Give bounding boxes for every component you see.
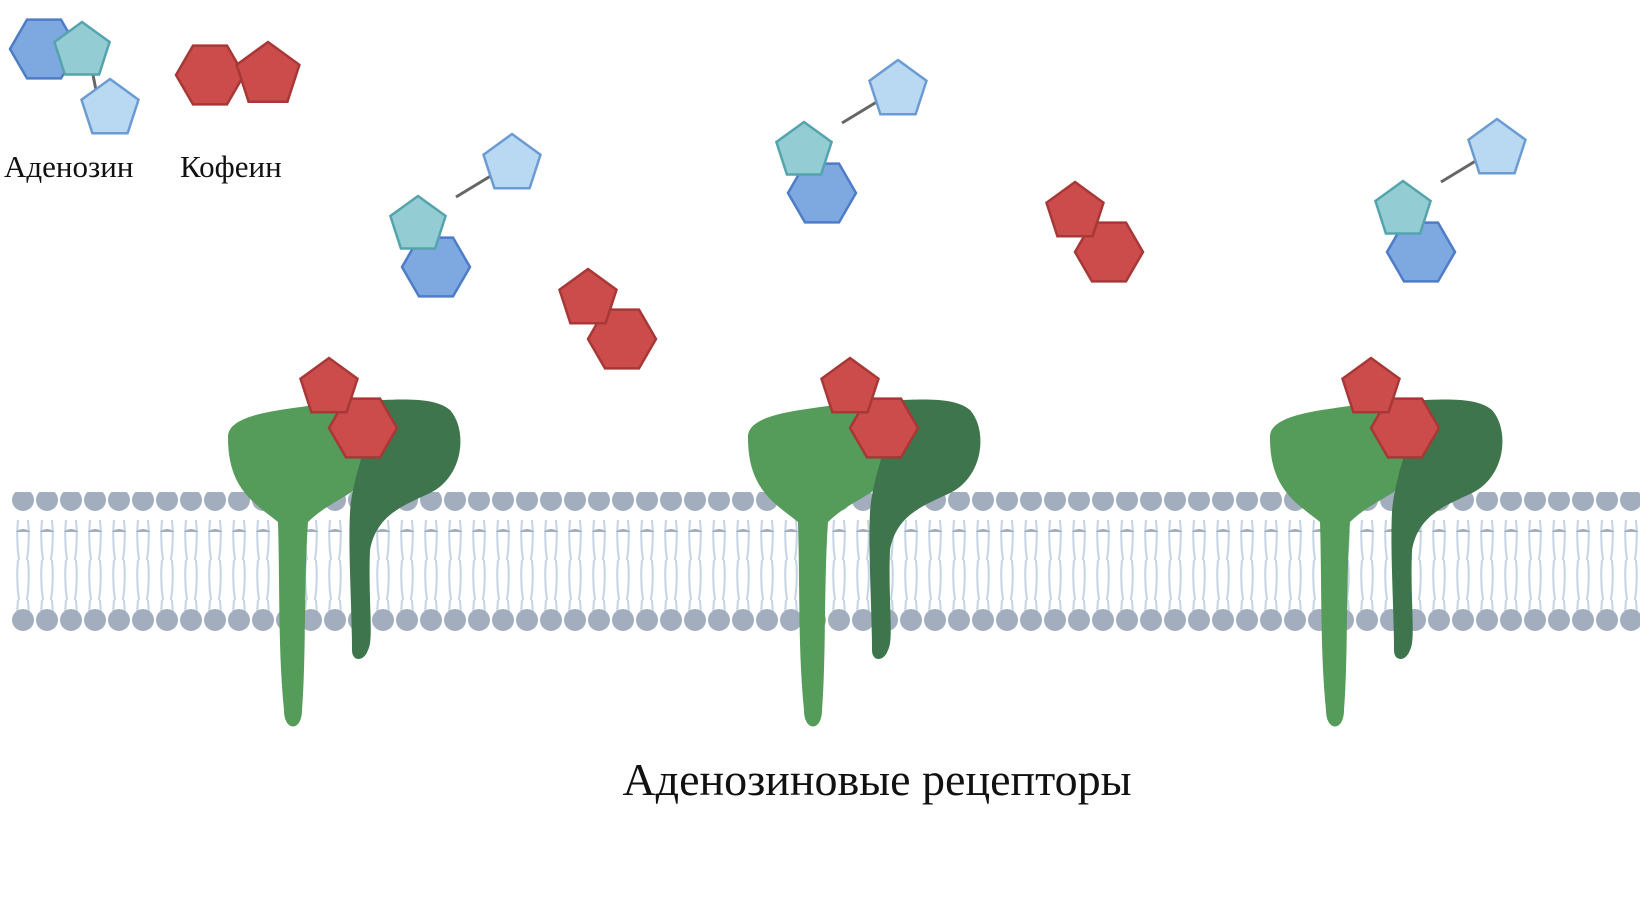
legend-caffeine-molecule — [174, 40, 301, 106]
free-adenosine-3 — [1373, 117, 1527, 283]
legend: Аденозин Кофеин — [4, 18, 301, 184]
legend-adenosine-label: Аденозин — [4, 149, 133, 184]
diagram-caption: Аденозиновые рецепторы — [622, 754, 1131, 805]
free-adenosine-2 — [774, 58, 928, 224]
legend-caffeine-label: Кофеин — [180, 149, 282, 184]
legend-adenosine-molecule — [8, 18, 140, 135]
free-adenosine-1 — [388, 132, 542, 298]
free-caffeine-2 — [1045, 180, 1145, 283]
free-caffeine-1 — [558, 267, 658, 370]
